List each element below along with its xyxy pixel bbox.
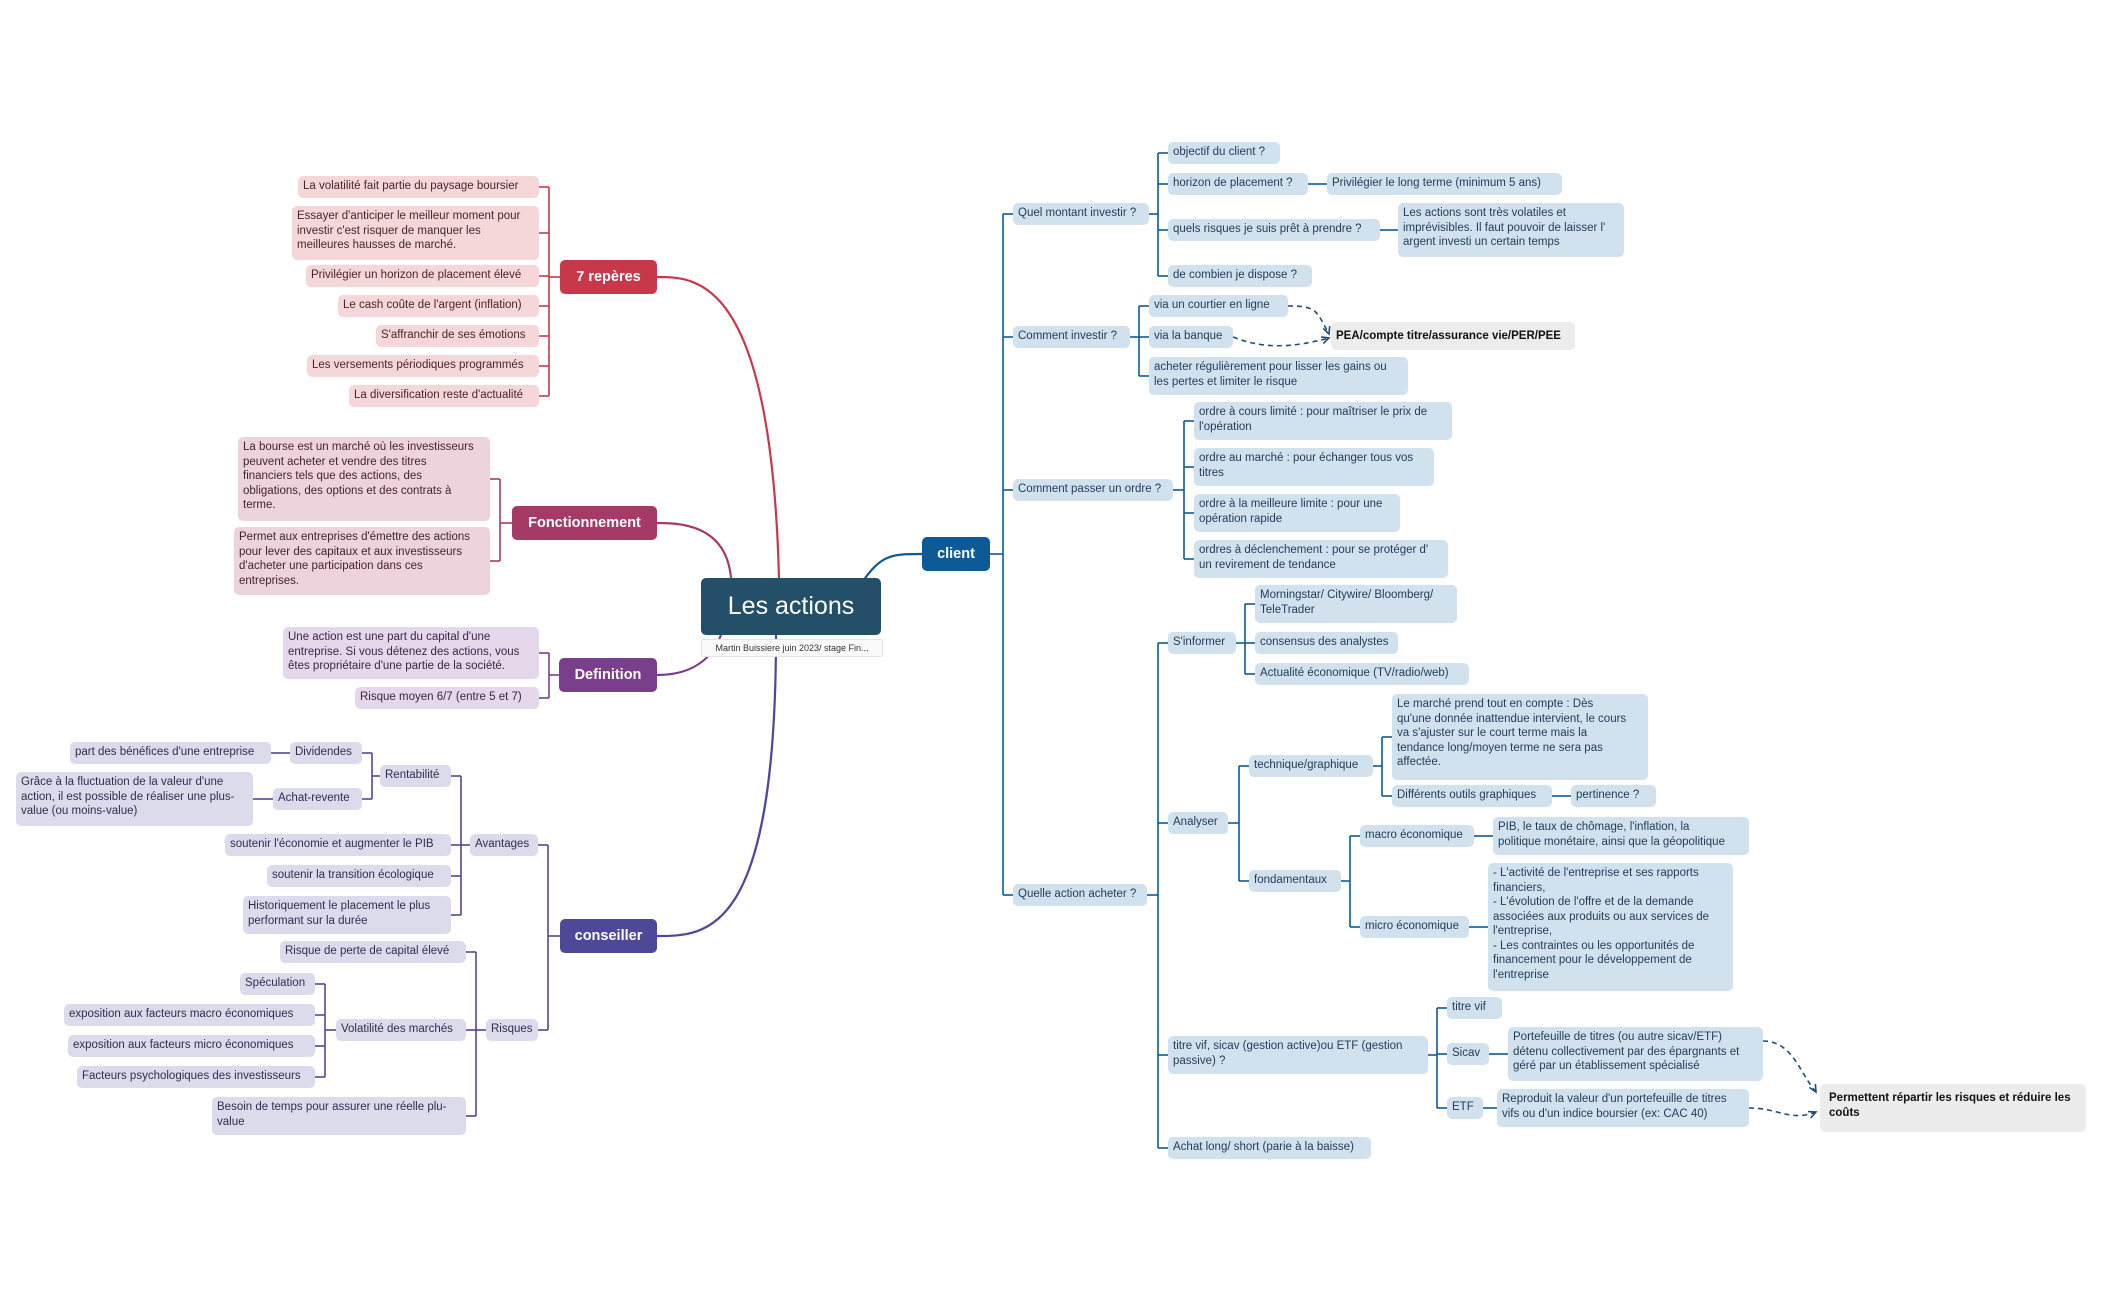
topic-sicav-definition[interactable]: Portefeuille de titres (ou autre sicav/E… [1508,1027,1763,1081]
conseil-speculation[interactable]: Spéculation [240,973,315,995]
topic-quelle-action[interactable]: Quelle action acheter ? [1013,884,1147,906]
topic-analyser[interactable]: Analyser [1168,812,1228,834]
repere-diversification[interactable]: La diversification reste d'actualité [349,385,539,407]
repere-anticiper[interactable]: Essayer d'anticiper le meilleur moment p… [292,206,539,260]
repere-cash[interactable]: Le cash coûte de l'argent (inflation) [338,295,539,317]
topic-pea[interactable]: PEA/compte titre/assurance vie/PER/PEE [1331,322,1575,350]
relationship-arrow [1748,1107,1817,1117]
topic-sicav[interactable]: Sicav [1447,1043,1489,1065]
conseil-avantages[interactable]: Avantages [470,834,538,856]
conseil-perte-capital[interactable]: Risque de perte de capital élevé [280,941,466,963]
topic-consensus[interactable]: consensus des analystes [1255,632,1398,654]
conseil-achat-revente[interactable]: Achat-revente [273,788,362,810]
relationship-arrow [1762,1040,1817,1093]
topic-s-informer[interactable]: S'informer [1168,632,1236,654]
conseil-soutenir-economie[interactable]: soutenir l'économie et augmenter le PIB [225,834,451,856]
central-topic[interactable]: Les actions [701,578,881,635]
topic-etf[interactable]: ETF [1447,1097,1483,1119]
repere-versements[interactable]: Les versements périodiques programmés [307,355,539,377]
topic-technique-graphique[interactable]: technique/graphique [1249,755,1373,777]
topic-ordre-meilleure-limite[interactable]: ordre à la meilleure limite : pour une o… [1194,494,1400,532]
arrow-head [1808,1083,1817,1094]
topic-repartir-risques[interactable]: Permettent répartir les risques et rédui… [1820,1084,2086,1132]
arrow-head [1807,1110,1818,1119]
conseil-rentabilite[interactable]: Rentabilité [380,765,451,787]
topic-long-terme[interactable]: Privilégier le long terme (minimum 5 ans… [1327,173,1562,195]
topic-macro-economique[interactable]: macro économique [1360,825,1474,847]
branch-client[interactable]: client [922,537,990,571]
repere-horizon[interactable]: Privilégier un horizon de placement élev… [306,265,539,287]
branch-definition[interactable]: Definition [559,658,657,692]
central-topic-subtitle: Martin Buissiere juin 2023/ stage Fin... [701,639,883,657]
topic-pertinence[interactable]: pertinence ? [1571,785,1656,807]
conseil-besoin-temps[interactable]: Besoin de temps pour assurer une réelle … [212,1097,466,1135]
fonctionnement-bourse[interactable]: La bourse est un marché où les investiss… [238,437,490,521]
topic-etf-definition[interactable]: Reproduit la valeur d'un portefeuille de… [1497,1089,1749,1127]
topic-via-la-banque[interactable]: via la banque [1149,326,1233,348]
topic-pib-chomage[interactable]: PIB, le taux de chômage, l'inflation, la… [1493,817,1749,855]
topic-actions-volatiles[interactable]: Les actions sont très volatiles et impré… [1398,203,1624,257]
conseil-fluctuation[interactable]: Grâce à la fluctuation de la valeur d'un… [16,772,253,826]
repere-emotions[interactable]: S'affranchir de ses émotions [376,325,539,347]
connector-main [656,275,781,579]
topic-risques-client[interactable]: quels risques je suis prêt à prendre ? [1168,219,1380,241]
topic-marche-prend-tout[interactable]: Le marché prend tout en compte : Dès qu'… [1392,694,1648,780]
topic-ordre-au-marche[interactable]: ordre au marché : pour échanger tous vos… [1194,448,1434,486]
conseil-facteurs-macro[interactable]: exposition aux facteurs macro économique… [64,1004,315,1026]
topic-ordre-declenchement[interactable]: ordres à déclenchement : pour se protége… [1194,540,1448,578]
topic-comment-investir[interactable]: Comment investir ? [1013,326,1130,348]
topic-titre-vif-question[interactable]: titre vif, sicav (gestion active)ou ETF … [1168,1036,1428,1074]
connector-main [656,521,733,579]
conseil-part-benefices[interactable]: part des bénéfices d'une entreprise [70,742,271,764]
relationship-arrow [1287,305,1330,335]
topic-courtier-en-ligne[interactable]: via un courtier en ligne [1149,295,1288,317]
topic-objectif[interactable]: objectif du client ? [1168,142,1280,164]
connector-main [860,552,923,585]
definition-action[interactable]: Une action est une part du capital d'une… [283,627,539,679]
connector-main [656,634,778,938]
conseil-facteurs-micro[interactable]: exposition aux facteurs micro économique… [68,1035,315,1057]
topic-quel-montant[interactable]: Quel montant investir ? [1013,203,1149,225]
topic-micro-economique[interactable]: micro économique [1360,916,1469,938]
topic-combien[interactable]: de combien je dispose ? [1168,265,1312,287]
conseil-risques[interactable]: Risques [486,1019,538,1041]
arrow-head [1320,336,1331,345]
conseil-dividendes[interactable]: Dividendes [290,742,362,764]
topic-morningstar[interactable]: Morningstar/ Citywire/ Bloomberg/ TeleTr… [1255,585,1457,623]
relationship-arrow [1232,336,1330,347]
topic-actualite-economique[interactable]: Actualité économique (TV/radio/web) [1255,663,1469,685]
topic-micro-details[interactable]: - L'activité de l'entreprise et ses rapp… [1488,863,1733,991]
branch-conseiller[interactable]: conseiller [560,919,657,953]
topic-achat-long-short[interactable]: Achat long/ short (parie à la baisse) [1168,1137,1371,1159]
arrow-head [1322,325,1331,336]
definition-risque[interactable]: Risque moyen 6/7 (entre 5 et 7) [355,687,539,709]
topic-ordre-cours-limite[interactable]: ordre à cours limité : pour maîtriser le… [1194,402,1452,440]
branch-7-reperes[interactable]: 7 repères [560,260,657,294]
branch-fonctionnement[interactable]: Fonctionnement [512,506,657,540]
conseil-volatilite-marches[interactable]: Volatilité des marchés [336,1019,466,1041]
repere-volatilite[interactable]: La volatilité fait partie du paysage bou… [298,176,539,198]
topic-outils-graphiques[interactable]: Différents outils graphiques [1392,785,1552,807]
conseil-facteurs-psychologiques[interactable]: Facteurs psychologiques des investisseur… [77,1066,315,1088]
topic-titre-vif[interactable]: titre vif [1447,997,1502,1019]
topic-acheter-regulierement[interactable]: acheter régulièrement pour lisser les ga… [1149,357,1408,395]
fonctionnement-entreprises[interactable]: Permet aux entreprises d'émettre des act… [234,527,490,595]
conseil-historiquement[interactable]: Historiquement le placement le plus perf… [243,896,451,934]
topic-fondamentaux[interactable]: fondamentaux [1249,870,1341,892]
topic-horizon[interactable]: horizon de placement ? [1168,173,1308,195]
conseil-transition-ecologique[interactable]: soutenir la transition écologique [267,865,451,887]
topic-passer-ordre[interactable]: Comment passer un ordre ? [1013,479,1173,501]
